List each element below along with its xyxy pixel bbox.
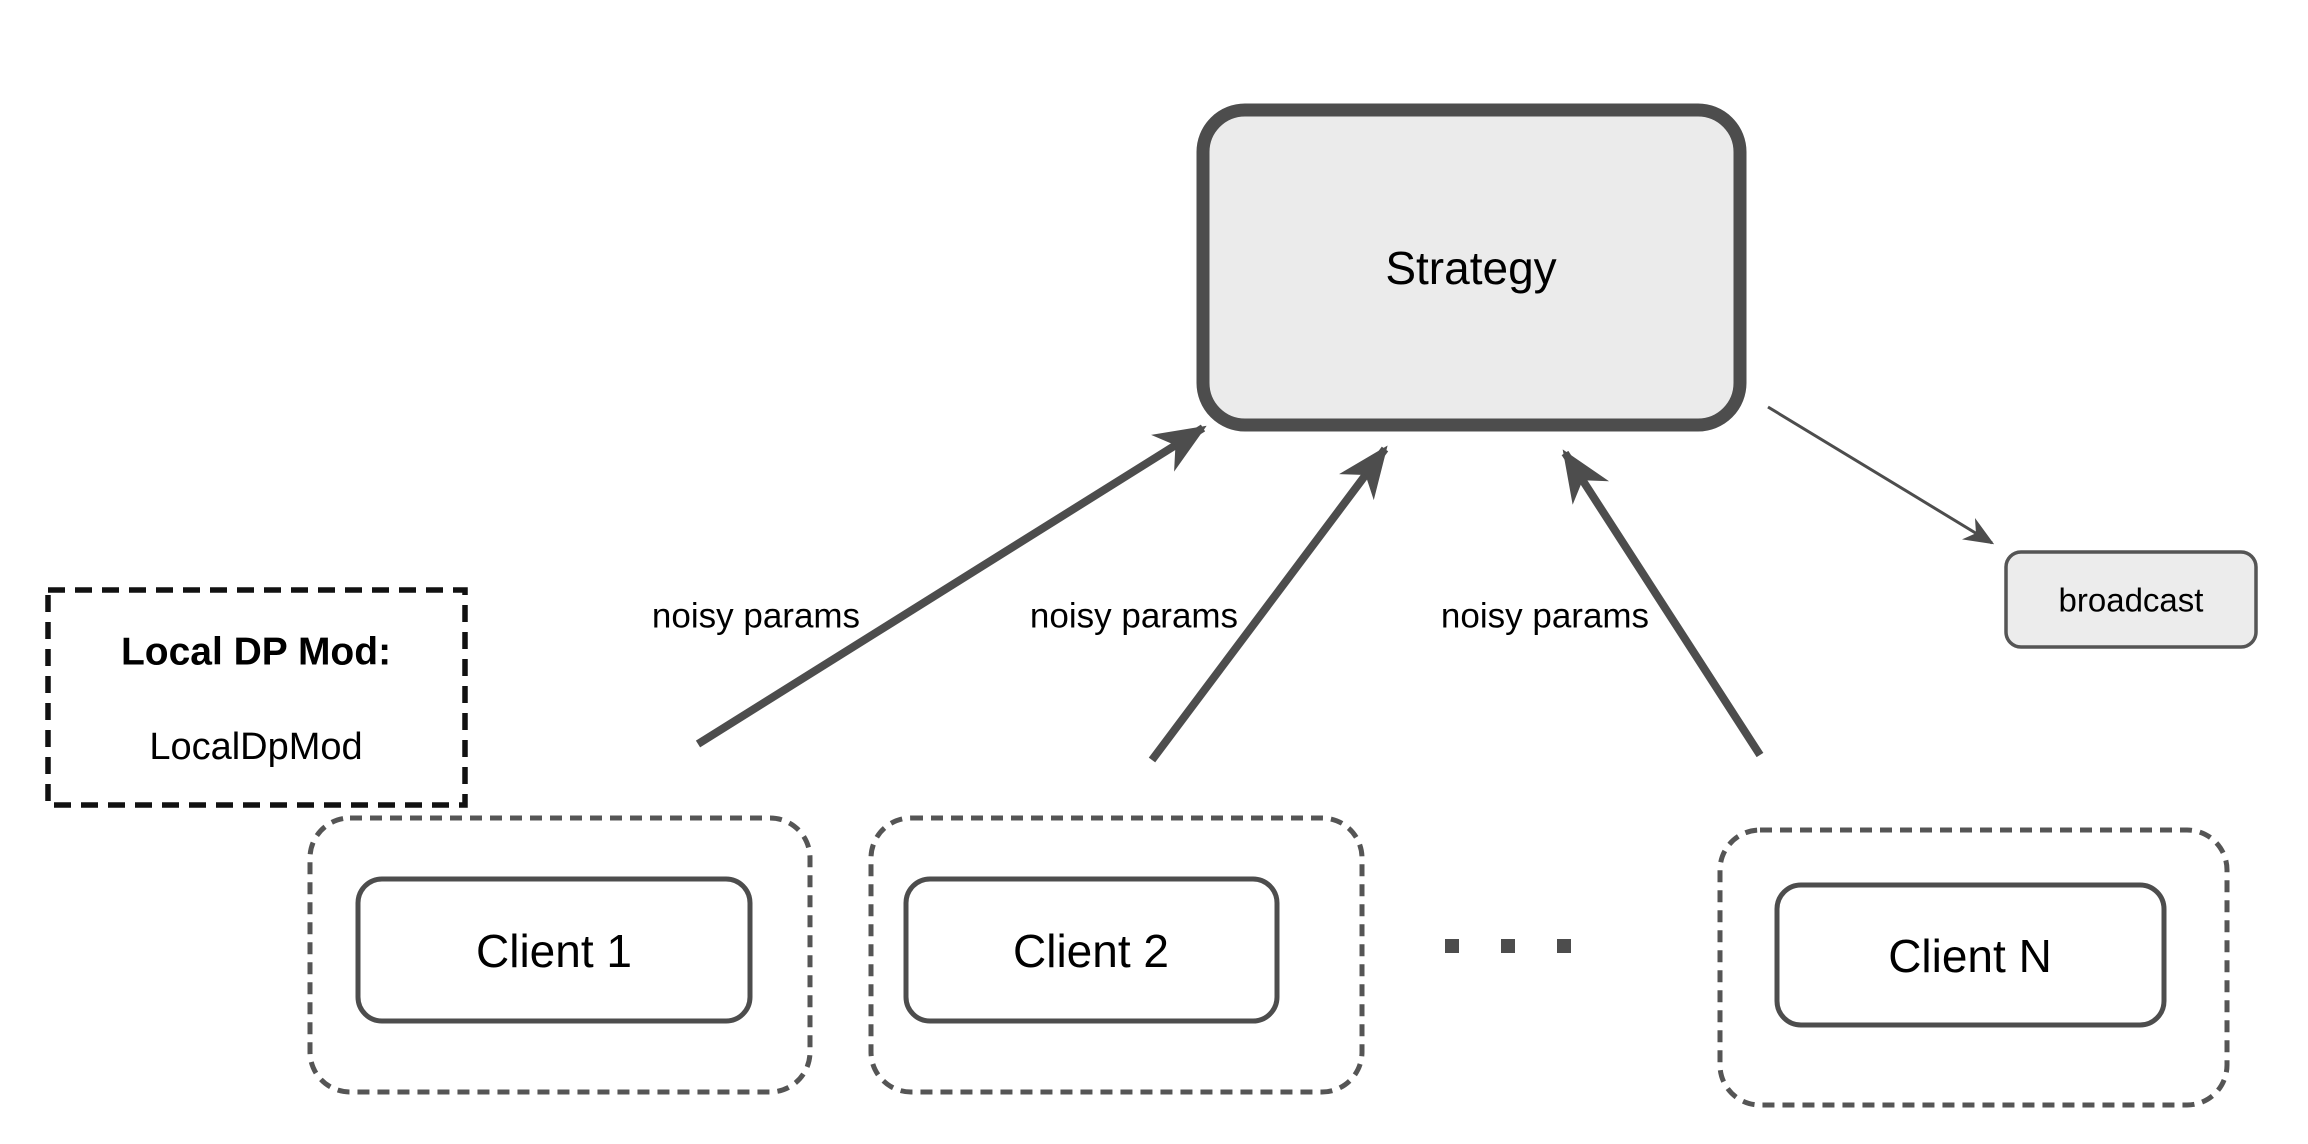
strategy-box xyxy=(1196,103,1747,432)
strategy-label: Strategy xyxy=(1385,242,1556,294)
client-2-label: Client 2 xyxy=(1013,925,1169,977)
edge-client2-strategy-arrow xyxy=(1148,445,1389,763)
client-N-node: Client N xyxy=(1717,827,2230,1108)
client-1-dashed-outline xyxy=(307,815,813,1095)
edge-strategy-broadcast-arrow xyxy=(1767,405,1995,545)
client-N-dashed-outline xyxy=(1717,827,2230,1108)
edge-label-noisy-params-3: noisy params xyxy=(1441,597,1649,636)
broadcast-node: broadcast xyxy=(2004,550,2258,649)
local-dp-note-title: Local DP Mod: xyxy=(121,631,391,674)
edge-client1-strategy-arrow xyxy=(695,424,1207,748)
client-2-dashed-outline xyxy=(868,815,1365,1095)
ellipsis-dots xyxy=(1445,939,1571,953)
broadcast-label: broadcast xyxy=(2059,582,2204,619)
client-1-box xyxy=(355,876,753,1024)
client-2-box xyxy=(903,876,1280,1024)
ellipsis-dot-3 xyxy=(1557,939,1571,953)
ellipsis-dot-1 xyxy=(1445,939,1459,953)
local-dp-note: Local DP Mod: LocalDpMod xyxy=(45,587,468,808)
client-2-node: Client 2 xyxy=(868,815,1365,1095)
broadcast-box xyxy=(2004,550,2258,649)
local-dp-note-box xyxy=(45,587,468,808)
client-1-node: Client 1 xyxy=(307,815,813,1095)
strategy-node: Strategy xyxy=(1196,103,1747,432)
ellipsis-dot-2 xyxy=(1501,939,1515,953)
edge-label-noisy-params-2: noisy params xyxy=(1030,597,1238,636)
edge-clientN-strategy-arrow xyxy=(1561,449,1764,758)
local-dp-note-value: LocalDpMod xyxy=(149,726,362,768)
edge-label-noisy-params-1: noisy params xyxy=(652,597,860,636)
client-N-label: Client N xyxy=(1888,930,2052,982)
client-N-box xyxy=(1774,882,2167,1028)
client-1-label: Client 1 xyxy=(476,925,632,977)
